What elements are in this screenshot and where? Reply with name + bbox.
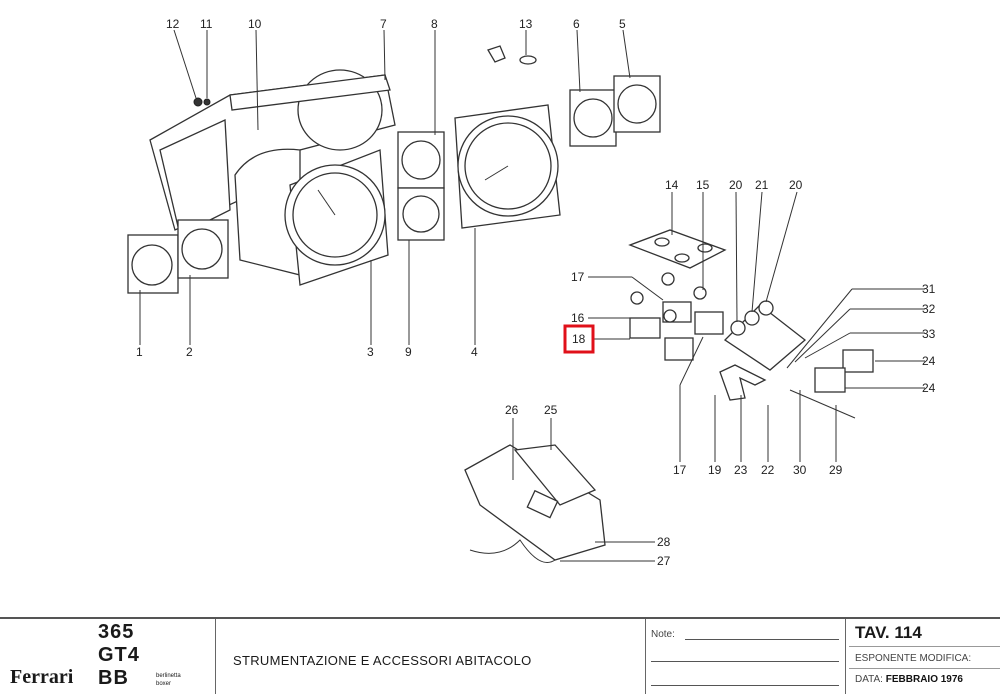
callout-2: 2 xyxy=(186,345,193,359)
small-gauge-8 xyxy=(397,131,445,189)
callout-24: 24 xyxy=(922,354,936,368)
window-switches-24 xyxy=(814,349,874,393)
parts-diagram: 12 11 10 7 8 13 6 5 14 15 20 21 20 17 16… xyxy=(127,17,936,568)
note-label: Note: xyxy=(651,629,675,640)
callout-22: 22 xyxy=(761,463,775,477)
subtitle-2: boxer xyxy=(156,681,172,687)
highlight-box xyxy=(563,324,595,354)
callout-26: 26 xyxy=(505,403,519,417)
callout-15: 15 xyxy=(696,178,710,192)
small-gauge-1 xyxy=(127,234,179,294)
brand-name: Ferrari xyxy=(10,666,74,688)
callout-7: 7 xyxy=(380,17,387,31)
callout-13: 13 xyxy=(519,17,533,31)
divider xyxy=(849,668,1000,669)
note-line-3 xyxy=(651,685,839,686)
washer-11 xyxy=(203,98,211,106)
small-gauge-2 xyxy=(177,219,229,279)
bulb-13 xyxy=(487,45,537,65)
callout-33: 33 xyxy=(922,327,936,341)
toggle-switches xyxy=(629,272,724,361)
small-gauge-6 xyxy=(569,89,617,147)
callout-20b: 20 xyxy=(789,178,803,192)
callout-11: 11 xyxy=(200,17,213,31)
callout-4: 4 xyxy=(471,345,478,359)
cable-29 xyxy=(789,389,856,419)
subtitle-1: berlinetta xyxy=(156,673,181,679)
callout-5: 5 xyxy=(619,17,626,31)
callout-19: 19 xyxy=(708,463,722,477)
callout-16: 16 xyxy=(571,311,585,325)
callout-30: 30 xyxy=(793,463,807,477)
callout-9: 9 xyxy=(405,345,412,359)
callout-24b: 24 xyxy=(922,381,936,395)
rocker-switch-assembly xyxy=(719,300,807,401)
notes-cell: Note: xyxy=(645,619,846,694)
date-label: DATA: xyxy=(855,674,883,685)
callout-29: 29 xyxy=(829,463,843,477)
date-value: FEBBRAIO 1976 xyxy=(885,674,963,685)
callout-10: 10 xyxy=(248,17,262,31)
callout-8: 8 xyxy=(431,17,438,31)
callout-18: 18 xyxy=(572,332,586,346)
console-25 xyxy=(464,444,606,561)
title-cell: STRUMENTAZIONE E ACCESSORI ABITACOLO xyxy=(215,619,646,694)
model-line-3: BB xyxy=(98,667,129,689)
callout-23: 23 xyxy=(734,463,748,477)
esponente-label: ESPONENTE MODIFICA: xyxy=(855,653,972,664)
title-block: 365 GT4 BB Ferrari berlinetta boxer STRU… xyxy=(0,617,1000,694)
nut-12 xyxy=(193,97,203,107)
divider xyxy=(849,646,1000,647)
tachometer xyxy=(454,104,561,229)
callout-25: 25 xyxy=(544,403,558,417)
small-gauge-9 xyxy=(397,187,445,241)
callout-20: 20 xyxy=(729,178,743,192)
tav-cell: TAV. 114 ESPONENTE MODIFICA: DATA: FEBBR… xyxy=(845,619,1000,694)
callout-27: 27 xyxy=(657,554,671,568)
callout-14: 14 xyxy=(665,178,679,192)
callout-1: 1 xyxy=(136,345,143,359)
ferrari-logo: 365 GT4 BB Ferrari berlinetta boxer xyxy=(0,619,216,694)
callout-32: 32 xyxy=(922,302,936,316)
callout-21: 21 xyxy=(755,178,769,192)
callout-31: 31 xyxy=(922,282,936,296)
callout-12: 12 xyxy=(166,17,180,31)
model-line-2: GT4 xyxy=(98,644,140,666)
speedometer xyxy=(234,148,389,286)
tav-number: TAV. 114 xyxy=(855,623,922,642)
switch-plate-14 xyxy=(628,229,727,269)
callout-28: 28 xyxy=(657,535,671,549)
callout-6: 6 xyxy=(573,17,580,31)
date-row: DATA: FEBBRAIO 1976 xyxy=(855,674,963,685)
callout-17: 17 xyxy=(571,270,585,284)
wiring-27 xyxy=(469,539,556,563)
note-line-1 xyxy=(685,639,839,640)
callout-3: 3 xyxy=(367,345,374,359)
leader-lines xyxy=(139,29,925,562)
model-line-1: 365 xyxy=(98,621,135,643)
note-line-2 xyxy=(651,661,839,662)
callout-17b: 17 xyxy=(673,463,687,477)
drawing-title: STRUMENTAZIONE E ACCESSORI ABITACOLO xyxy=(233,653,532,668)
small-gauge-5 xyxy=(613,75,661,133)
